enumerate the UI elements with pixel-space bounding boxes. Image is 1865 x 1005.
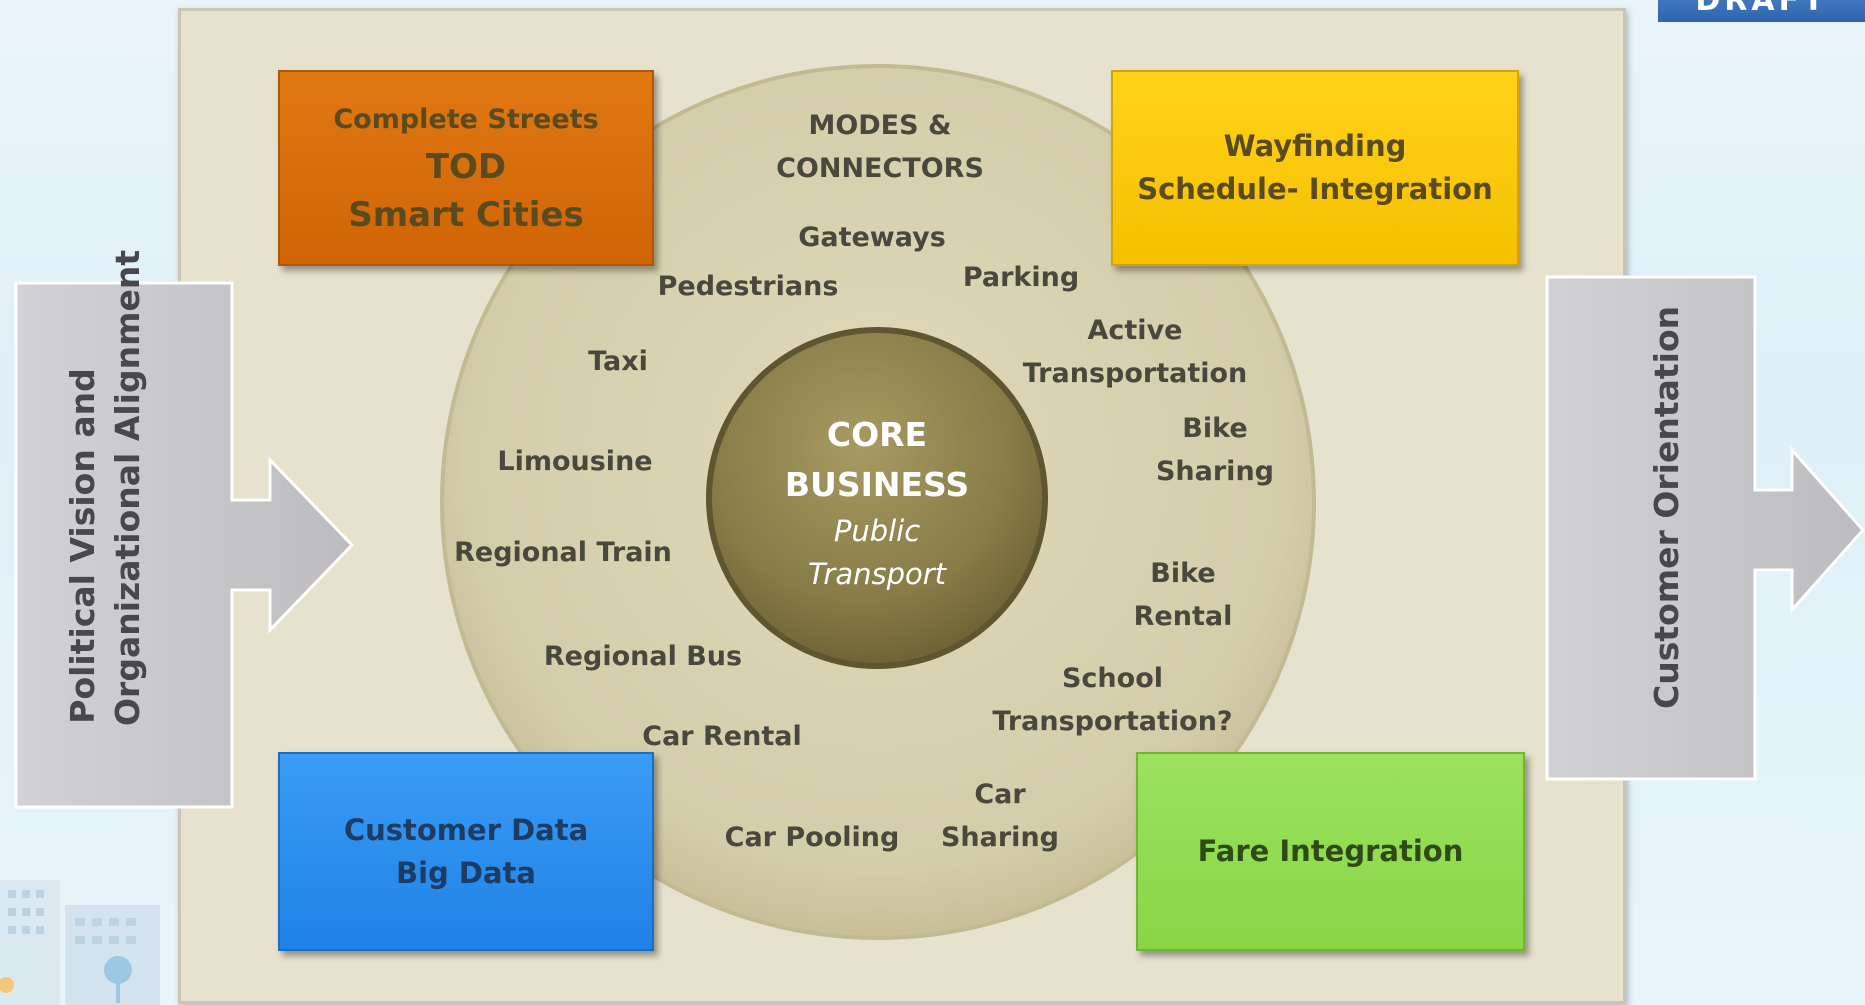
mode-regional-bus: Regional Bus [543,641,743,672]
mode-parking: Parking [962,262,1080,293]
mode-school-line1: School [1061,663,1164,694]
mode-car-pooling: Car Pooling [724,822,900,853]
fare-integration-box: Fare Integration [1136,752,1525,951]
complete-streets-label: Complete Streets [333,104,599,135]
wayfinding-label: Wayfinding [1223,129,1407,163]
mode-bike-sharing-line1: Bike [1182,413,1248,444]
modes-title-line1: MODES & [808,110,952,141]
left-arrow-text: Political Vision and Organizational Alig… [60,249,156,726]
left-arrow-shape [14,281,355,809]
mode-bike-sharing: Bike Sharing [1150,407,1280,493]
mode-pedestrians: Pedestrians [657,271,839,302]
mode-car-sharing-line2: Sharing [940,822,1059,853]
complete-streets-box: Complete Streets TOD Smart Cities [278,70,654,266]
mode-active-line1: Active [1087,315,1183,346]
mode-car-rental: Car Rental [642,721,802,752]
fare-integration-label: Fare Integration [1197,834,1464,868]
mode-regional-train: Regional Train [454,537,672,568]
core-line2: BUSINESS [784,465,970,504]
mode-gateways: Gateways [798,222,946,253]
right-arrow-label: Customer Orientation [1647,305,1686,709]
draft-badge: DRAFT [1658,0,1865,22]
schedule-integration-label: Schedule- Integration [1137,172,1493,206]
modes-title-line2: CONNECTORS [776,153,984,184]
left-arrow-line2: Organizational Alignment [108,249,147,726]
mode-limousine: Limousine [497,446,653,477]
mode-bike-rental-line1: Bike [1150,558,1216,589]
core-circle [706,327,1048,669]
mode-taxi: Taxi [588,346,648,377]
mode-bike-rental-line2: Rental [1133,601,1233,632]
wayfinding-box: Wayfinding Schedule- Integration [1111,70,1519,266]
customer-data-label: Customer Data [343,812,589,847]
core-line3: Public [833,514,921,548]
mode-school-transportation: School Transportation? [990,657,1235,743]
left-arrow-line1: Political Vision and [63,368,102,724]
right-arrow-shape [1545,275,1865,781]
modes-title: MODES & CONNECTORS [760,104,1000,190]
smart-cities-label: Smart Cities [348,195,584,235]
customer-data-box: Customer Data Big Data [278,752,654,951]
mode-car-sharing: Car Sharing [930,773,1070,859]
mode-car-sharing-line1: Car [974,779,1026,810]
mode-active-transportation: Active Transportation [1015,309,1255,395]
tod-label: TOD [425,147,507,187]
mode-school-line2: Transportation? [992,706,1233,737]
mode-bike-sharing-line2: Sharing [1155,456,1274,487]
big-data-label: Big Data [396,855,536,890]
core-business-text: CORE BUSINESS Public Transport [722,380,1032,591]
core-line1: CORE [826,415,928,454]
core-line4: Transport [807,557,947,591]
city-illustration [0,880,160,1005]
mode-active-line2: Transportation [1022,358,1248,389]
right-arrow-text: Customer Orientation [1644,305,1692,709]
mode-bike-rental: Bike Rental [1118,552,1248,638]
